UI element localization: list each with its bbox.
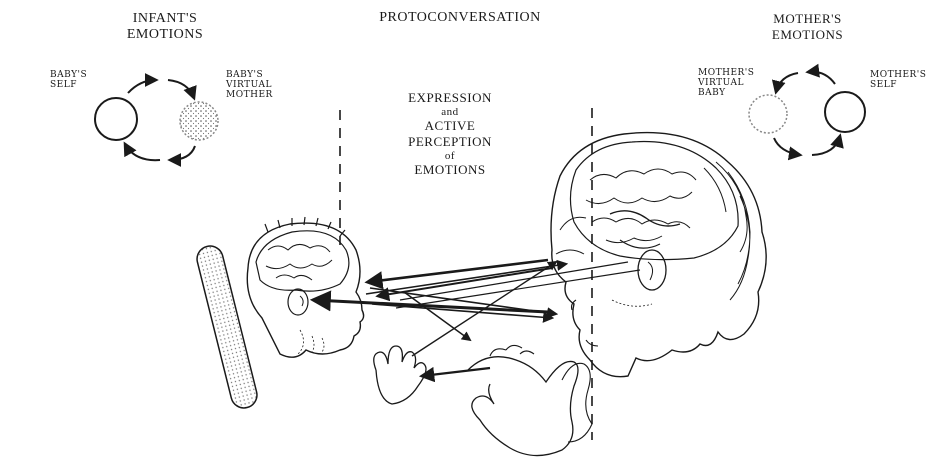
center-caption: EXPRESSION and ACTIVE PERCEPTION of EMOT… bbox=[370, 90, 530, 178]
cycle-arrow-top-left-m bbox=[776, 73, 798, 92]
infant-emotions-heading: INFANT'S EMOTIONS bbox=[100, 11, 230, 43]
baby-self-label-line2: SELF bbox=[50, 80, 110, 90]
cycle-arrow-bottom-right bbox=[170, 146, 195, 160]
mother-hand bbox=[468, 345, 592, 455]
cycle-arrow-top-left bbox=[128, 80, 156, 93]
mother-virtual-baby-label: MOTHER'S VIRTUAL BABY bbox=[698, 68, 778, 98]
baby-virtual-mother-circle bbox=[180, 102, 218, 140]
caption-line3: ACTIVE bbox=[370, 118, 530, 134]
mother-head bbox=[551, 133, 766, 377]
baby-self-label: BABY'S SELF bbox=[50, 70, 110, 90]
caption-line2: and bbox=[370, 106, 530, 118]
infant-hand bbox=[374, 346, 426, 404]
mother-self-circle bbox=[825, 92, 865, 132]
infant-emotion-cycle bbox=[95, 80, 218, 160]
cycle-arrow-top-right-m bbox=[808, 72, 835, 84]
infant-heading-line2: EMOTIONS bbox=[100, 27, 230, 43]
mother-self-label-line1: MOTHER'S bbox=[870, 70, 940, 80]
baby-self-label-line1: BABY'S bbox=[50, 70, 110, 80]
mother-heading-line2: EMOTIONS bbox=[745, 27, 870, 43]
infant-head bbox=[247, 217, 363, 357]
caption-line1: EXPRESSION bbox=[370, 90, 530, 106]
baby-virtual-mother-label: BABY'S VIRTUAL MOTHER bbox=[226, 70, 306, 100]
infant-heading-line1: INFANT'S bbox=[100, 11, 230, 27]
baby-virtual-mother-label-line1: BABY'S bbox=[226, 70, 306, 80]
cycle-arrow-bottom-right-m bbox=[812, 136, 840, 155]
caption-line5: of bbox=[370, 150, 530, 162]
baby-virtual-mother-label-line2: VIRTUAL bbox=[226, 80, 306, 90]
baby-virtual-mother-label-line3: MOTHER bbox=[226, 90, 306, 100]
page-title: PROTOCONVERSATION bbox=[355, 10, 565, 26]
mother-self-label: MOTHER'S SELF bbox=[870, 70, 940, 90]
mother-heading-line1: MOTHER'S bbox=[745, 11, 870, 27]
caption-line6: EMOTIONS bbox=[370, 162, 530, 178]
caption-line4: PERCEPTION bbox=[370, 134, 530, 150]
cycle-arrow-top-right bbox=[168, 80, 194, 98]
mother-virtual-baby-label-line1: MOTHER'S bbox=[698, 68, 778, 78]
mother-virtual-baby-circle bbox=[749, 95, 787, 133]
baby-self-circle bbox=[95, 98, 137, 140]
cycle-arrow-bottom-left-m bbox=[774, 138, 800, 155]
mother-virtual-baby-label-line2: VIRTUAL bbox=[698, 78, 778, 88]
cycle-arrow-bottom-left bbox=[125, 144, 160, 160]
mother-self-label-line2: SELF bbox=[870, 80, 940, 90]
mother-emotions-heading: MOTHER'S EMOTIONS bbox=[745, 11, 870, 43]
mother-virtual-baby-label-line3: BABY bbox=[698, 88, 778, 98]
crib-rail bbox=[194, 243, 259, 410]
